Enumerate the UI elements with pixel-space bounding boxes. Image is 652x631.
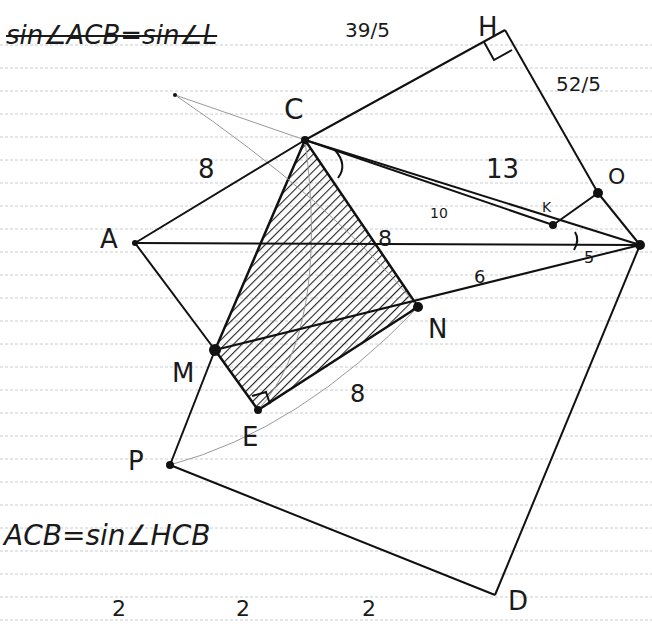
point-label: 8 (378, 228, 392, 250)
point-label: O (608, 166, 625, 188)
point-label: 5 (584, 250, 594, 266)
point-label: A (100, 226, 118, 252)
point-label: H (478, 14, 498, 40)
point-label: 39/5 (345, 20, 390, 40)
point-label: 8 (198, 156, 215, 182)
point-label: 6 (474, 268, 485, 286)
point-label: E (242, 424, 258, 450)
point-label: 13 (486, 156, 519, 182)
paper-lines (0, 45, 652, 620)
point-label: 2 (236, 598, 250, 620)
points (132, 93, 645, 469)
point-label: C (284, 96, 304, 124)
point-label: 2 (362, 598, 376, 620)
point-label: 52/5 (556, 74, 601, 94)
point-label: D (508, 588, 528, 614)
point-label: K (542, 200, 551, 214)
point-label: N (428, 316, 447, 342)
shaded-quadrilateral (215, 140, 418, 410)
faint-lines (170, 95, 418, 465)
point-label: 2 (112, 598, 126, 620)
struck-note: sin∠ACB=sin∠L (6, 22, 217, 48)
point-label: ACB=sin∠HCB (4, 522, 210, 550)
point-label: 8 (350, 382, 365, 406)
point-label: P (128, 448, 144, 474)
figure-lines (135, 30, 640, 595)
point-label: M (172, 360, 194, 386)
point-label: 10 (430, 206, 448, 220)
